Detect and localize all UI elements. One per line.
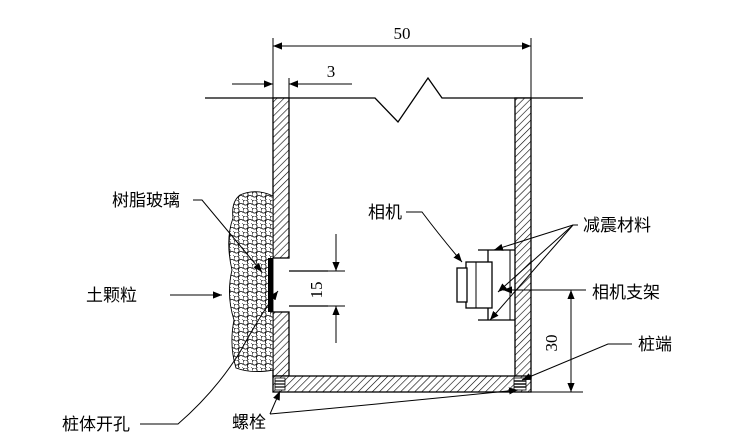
label-damping-material: 减震材料 [583, 216, 651, 236]
dimension-window-height: 15 [307, 234, 345, 343]
label-camera: 相机 [368, 203, 402, 223]
bolt-right [513, 377, 527, 391]
leader-camera: 相机 [368, 203, 463, 263]
dimension-window-from-base: 30 [531, 289, 583, 393]
camera [456, 261, 493, 309]
leader-soil-particles: 土颗粒 [86, 286, 222, 306]
pile-base [272, 375, 532, 393]
leader-camera-mount: 相机支架 [503, 283, 660, 303]
pile-wall-right [514, 97, 532, 379]
pile-wall-left-lower [272, 311, 290, 377]
leader-pile-opening: 桩体开孔 [62, 290, 279, 435]
soil-particles [228, 191, 274, 373]
dim-label-3: 3 [327, 62, 336, 81]
ground-line [205, 76, 583, 124]
leader-pile-end: 桩端 [521, 335, 672, 381]
pile-opening [289, 270, 328, 307]
label-soil-particles: 土颗粒 [86, 286, 137, 306]
dimension-wall-thickness: 3 [232, 62, 352, 98]
dim-label-15: 15 [307, 282, 326, 299]
dim-label-50: 50 [394, 24, 411, 43]
pile-wall-left-upper [272, 97, 290, 259]
label-camera-mount: 相机支架 [592, 283, 660, 303]
label-bolt: 螺栓 [232, 413, 266, 433]
bolt-left [274, 377, 286, 391]
dimension-pile-width: 50 [272, 24, 532, 98]
leader-bolt: 螺栓 [232, 387, 519, 433]
label-pile-opening: 桩体开孔 [62, 415, 130, 435]
resin-glass [268, 258, 273, 312]
dim-label-30: 30 [542, 335, 561, 352]
label-pile-end: 桩端 [638, 335, 672, 355]
leader-resin-glass: 树脂玻璃 [112, 191, 263, 273]
leader-damping-material: 减震材料 [489, 216, 651, 321]
label-resin-glass: 树脂玻璃 [112, 191, 180, 211]
